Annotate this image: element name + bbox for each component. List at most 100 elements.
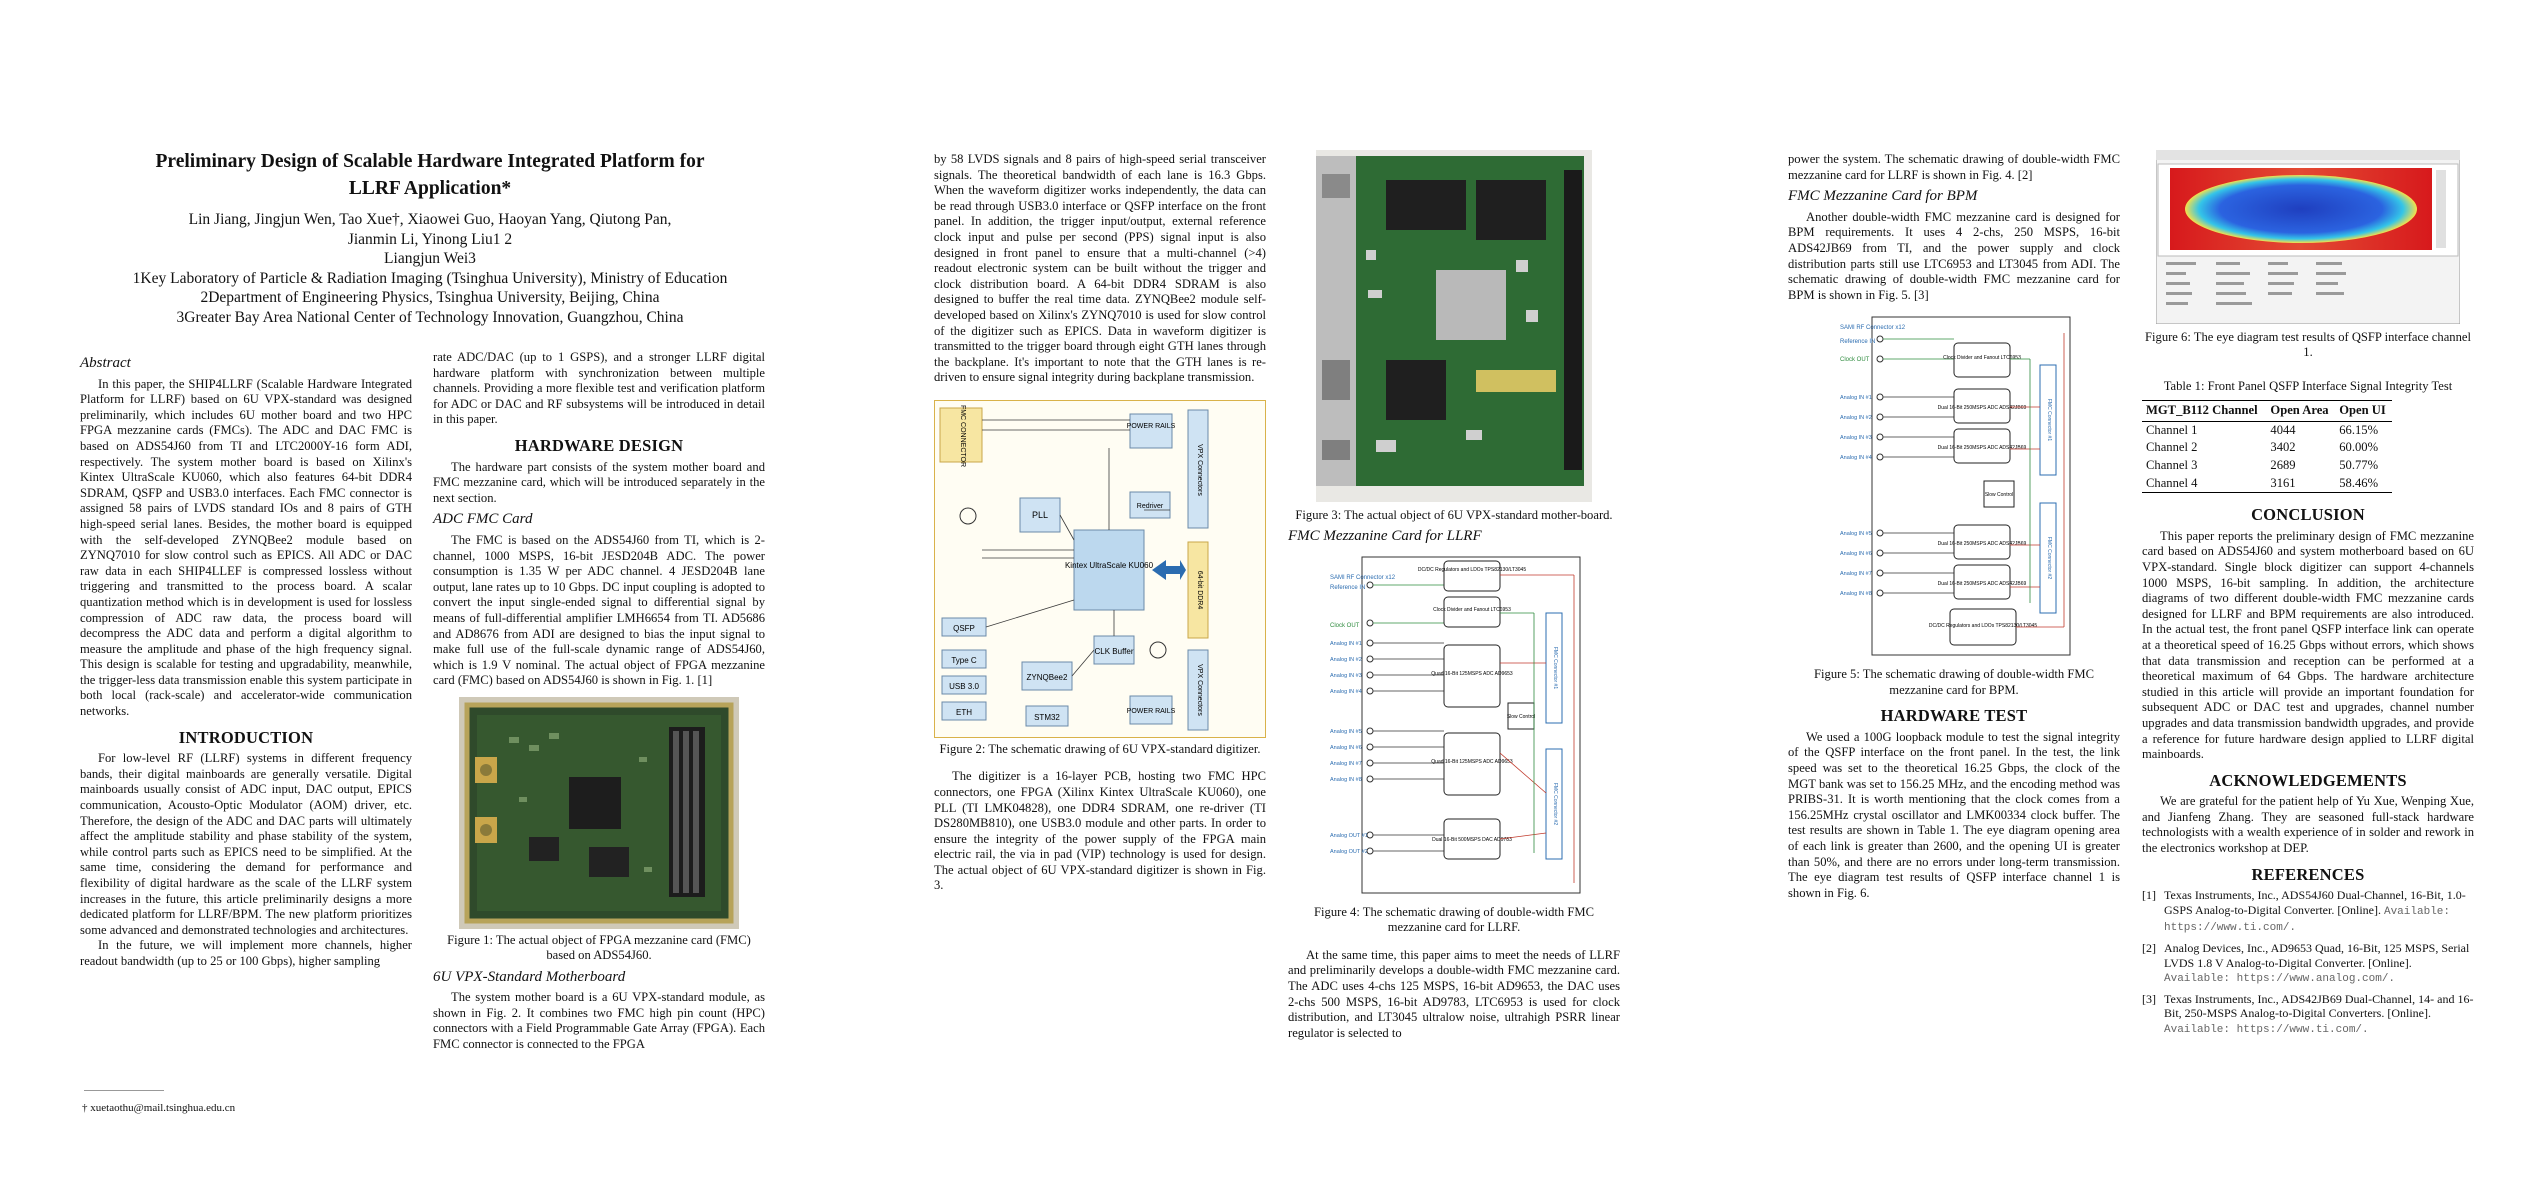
hardware-test-heading: HARDWARE TEST	[1880, 706, 2028, 726]
figure-6-caption: Figure 6: The eye diagram test results o…	[2145, 330, 2471, 360]
table-row: Channel 3 2689 50.77%	[2142, 457, 2392, 475]
body-paragraph: At the same time, this paper aims to mee…	[1288, 947, 1620, 1040]
table-1-wrapper: MGT_B112 Channel Open Area Open UI Chann…	[2142, 400, 2392, 494]
table-cell: 3402	[2270, 440, 2296, 455]
adc-fmc-heading: ADC FMC Card	[433, 511, 533, 528]
adc-label: Dual 16-Bit 250MSPS ADC ADS42JB69	[1938, 541, 2027, 547]
table-cell: Channel 4	[2142, 474, 2267, 494]
samtec-label: SAMI RF Connector x12	[1840, 325, 1906, 331]
power-rails-label: POWER RAILS	[1127, 423, 1176, 430]
body-paragraph: We are grateful for the patient help of …	[2142, 794, 2474, 856]
figure-2-schematic: FMC CONNECTOR POWER RAILS VPX Connectors…	[933, 398, 1267, 739]
redriver-label: Redriver	[1137, 503, 1164, 510]
introduction-heading: INTRODUCTION	[178, 727, 314, 747]
table-cell: Channel 2	[2146, 440, 2198, 455]
power-rails-label: POWER RAILS	[1127, 708, 1176, 715]
analog-channel-label: Analog IN #5	[1330, 729, 1362, 735]
ddr4-label: 64-bit DDR4	[1196, 571, 1203, 610]
reference-link[interactable]: Available: https://www.ti.com/.	[2164, 1024, 2369, 1036]
figure-5-caption: Figure 5: The schematic drawing of doubl…	[1814, 667, 2094, 697]
vpx-connectors-label: VPX Connectors	[1196, 444, 1203, 496]
table-row: Channel 2 3402 60.00%	[2142, 439, 2392, 457]
analog-channel-label: Analog IN #6	[1330, 745, 1362, 751]
figure-3-caption: Figure 3: The actual object of 6U VPX-st…	[1295, 508, 1613, 522]
figure-3-photo	[1316, 150, 1592, 502]
fmc-connector-1-label: FMC Connector #1	[2046, 399, 2052, 441]
analog-channel-label: Analog IN #2	[1330, 657, 1362, 663]
body-paragraph: Another double-width FMC mezzanine card …	[1788, 209, 2120, 302]
analog-channel-label: Analog IN #8	[1840, 591, 1872, 597]
reference-item: [1] Texas Instruments, Inc., ADS54J60 Du…	[2142, 888, 2466, 935]
figure-5-schematic: SAMI RF Connector x12 Reference IN Clock…	[1834, 313, 2074, 662]
page3-column-left: power the system. The schematic drawing …	[1788, 152, 2120, 901]
fmc-connector-2-label: FMC Connector #2	[1552, 783, 1558, 825]
figure-2-caption: Figure 2: The schematic drawing of 6U VP…	[939, 741, 1261, 756]
analog-channel-label: Analog OUT #1	[1330, 833, 1368, 839]
body-paragraph: This paper reports the preliminary desig…	[2142, 528, 2474, 762]
eth-label: ETH	[956, 708, 972, 717]
stm32-label: STM32	[1034, 713, 1060, 722]
body-paragraph: The FMC is based on the ADS54J60 from TI…	[433, 532, 765, 688]
analog-channel-label: Analog IN #4	[1330, 689, 1362, 695]
pll-label: PLL	[1032, 510, 1048, 520]
figure-1-photo	[459, 696, 739, 929]
analog-channel-label: Analog IN #5	[1840, 531, 1872, 537]
intro-paragraph: For low-level RF (LLRF) systems in diffe…	[80, 751, 412, 937]
clock-divider-label: Clock Divider and Fanout LTC6953	[1433, 607, 1511, 613]
adc2-label: Quad 16-Bit 125MSPS ADC AD9653	[1431, 759, 1513, 765]
analog-channel-label: Analog IN #2	[1840, 415, 1872, 421]
motherboard-heading: 6U VPX-Standard Motherboard	[433, 968, 626, 985]
figure-4-schematic: SAMI RF Connector x12 Reference IN Clock…	[1324, 553, 1584, 899]
page1-column-left: Abstract In this paper, the SHIP4LLRF (S…	[80, 350, 412, 970]
slow-control-label: Slow Control	[1507, 714, 1535, 720]
abstract-heading: Abstract	[80, 355, 131, 371]
zynq-label: ZYNQBee2	[1027, 673, 1068, 682]
body-paragraph: The system mother board is a 6U VPX-stan…	[433, 990, 765, 1052]
reference-link[interactable]: Available: https://www.analog.com/.	[2164, 973, 2396, 986]
analog-channel-label: Analog IN #4	[1840, 455, 1872, 461]
table-1-caption: Table 1: Front Panel QSFP Interface Sign…	[2163, 378, 2453, 393]
body-paragraph: power the system. The schematic drawing …	[1788, 152, 2120, 182]
reference-in-label: Reference IN	[1840, 339, 1875, 345]
typec-label: Type C	[951, 656, 977, 665]
usb-label: USB 3.0	[949, 682, 979, 691]
abstract-text: In this paper, the SHIP4LLRF (Scalable H…	[80, 376, 412, 719]
clock-out-label: Clock OUT	[1840, 357, 1870, 363]
body-paragraph: The digitizer is a 16-layer PCB, hosting…	[934, 769, 1266, 893]
kintex-label: Kintex UltraScale KU060	[1065, 561, 1154, 570]
paper-title: Preliminary Design of Scalable Hardware …	[155, 151, 705, 199]
page1-column-right: rate ADC/DAC (up to 1 GSPS), and a stron…	[433, 350, 765, 1053]
reference-item: [3] Texas Instruments, Inc., ADS42JB69 D…	[2142, 991, 2474, 1036]
table-cell: 50.77%	[2339, 458, 2379, 472]
body-paragraph: We used a 100G loopback module to test t…	[1788, 729, 2120, 900]
figure-1-caption: Figure 1: The actual object of FPGA mezz…	[447, 932, 751, 963]
adc-label: Dual 16-Bit 250MSPS ADC ADS42JB69	[1938, 445, 2027, 451]
analog-channel-label: Analog IN #3	[1840, 435, 1872, 441]
table-row: Channel 1 4044 66.15%	[2142, 421, 2392, 439]
hardware-design-heading: HARDWARE DESIGN	[514, 435, 684, 455]
body-paragraph: The hardware part consists of the system…	[433, 459, 765, 505]
table-cell: 66.15%	[2339, 422, 2379, 437]
author-block: Lin Jiang, Jingjun Wen, Tao Xue†, Xiaowe…	[132, 211, 728, 326]
reference-link[interactable]: Available: https://www.ti.com/.	[2164, 905, 2450, 935]
table-cell: Channel 3	[2146, 458, 2198, 472]
table-cell: 3161	[2266, 474, 2336, 494]
fmc-connector-label: FMC CONNECTOR	[959, 405, 966, 467]
analog-channel-label: Analog IN #3	[1330, 673, 1362, 679]
footnote-rule	[84, 1090, 164, 1091]
page-2: by 58 LVDS signals and 8 pairs of high-s…	[862, 0, 1722, 1200]
page2-column-left: by 58 LVDS signals and 8 pairs of high-s…	[933, 152, 1267, 894]
adc-block	[1953, 428, 2011, 464]
qsfp-label: QSFP	[953, 624, 975, 633]
fmc-connector-1-label: FMC Connector #1	[1552, 647, 1558, 689]
analog-channel-label: Analog OUT #2	[1330, 849, 1368, 855]
adc1-label: Quad 16-Bit 125MSPS ADC AD9653	[1431, 671, 1513, 677]
acknowledgements-heading: ACKNOWLEDGEMENTS	[2209, 770, 2407, 790]
analog-channel-label: Analog IN #8	[1330, 777, 1362, 783]
llrf-card-heading: FMC Mezzanine Card for LLRF	[1288, 528, 1482, 545]
table-header: Open UI	[2335, 400, 2392, 422]
vpx-connectors-label: VPX Connectors	[1196, 664, 1203, 716]
table-cell: 58.46%	[2335, 474, 2392, 494]
analog-channel-label: Analog IN #7	[1840, 571, 1872, 577]
dac-label: Dual 16-Bit 500MSPS DAC AD9783	[1432, 837, 1512, 843]
